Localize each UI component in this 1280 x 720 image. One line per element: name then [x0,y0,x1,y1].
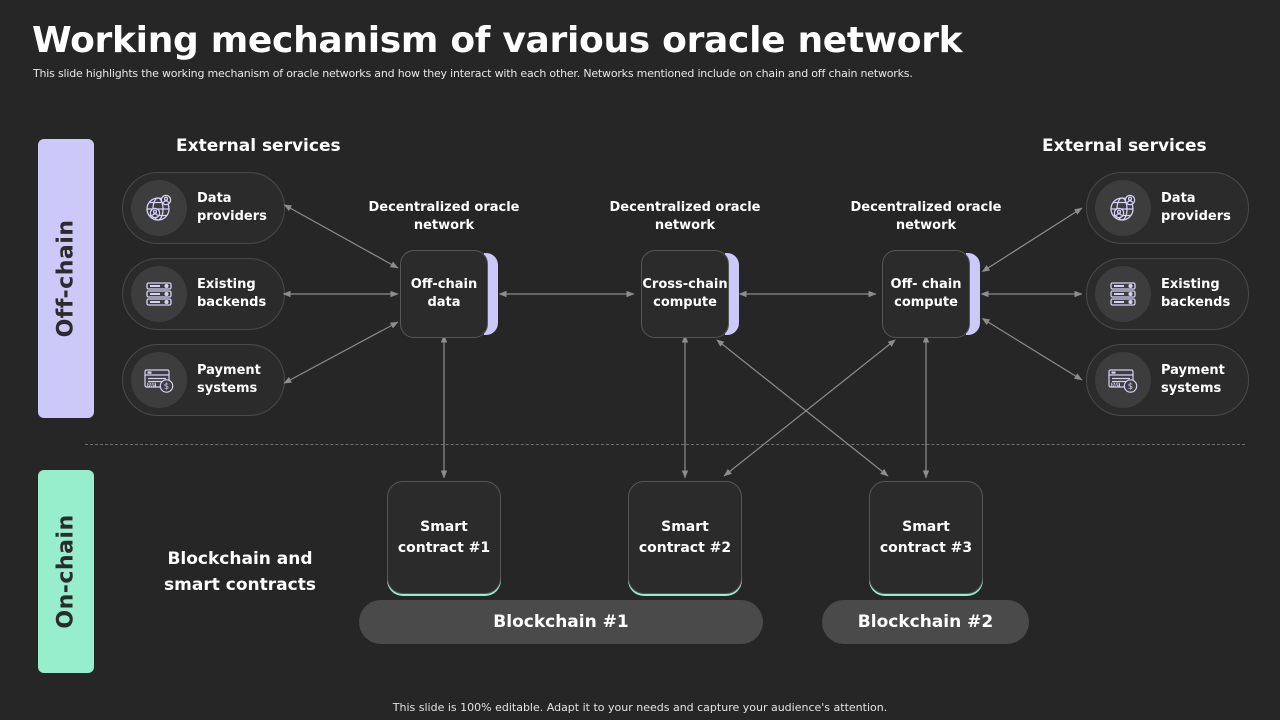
service-pill-payment-systems-left[interactable]: PAY $ Payment systems [122,344,285,416]
service-pill-label: Existing backends [1161,277,1231,310]
server-rack-icon [1095,266,1151,322]
service-pill-label: Payment systems [1161,363,1225,396]
page-subtitle: This slide highlights the working mechan… [33,67,913,80]
server-rack-icon [131,266,187,322]
service-pill-data-providers-right[interactable]: Data providers [1086,172,1249,244]
service-pill-existing-backends-right[interactable]: Existing backends [1086,258,1249,330]
service-pill-label: Existing backends [197,277,267,310]
service-pill-label: Payment systems [197,363,261,396]
band-on-chain: On-chain [38,470,94,673]
oracle-node-caption-2: Decentralized oracle network [609,200,761,233]
svg-text:PAY: PAY [1111,383,1119,388]
blockchain-bar-1[interactable]: Blockchain #1 [359,600,763,644]
svg-text:PAY: PAY [147,383,155,388]
oracle-node-caption-3: Decentralized oracle network [850,200,1002,233]
service-pill-payment-systems-right[interactable]: PAY $ Payment systems [1086,344,1249,416]
smart-contract-1[interactable]: Smart contract #1 [387,481,501,594]
service-pill-label: Data providers [197,191,267,224]
blockchain-section-caption: Blockchain and smart contracts [164,549,316,596]
svg-text:$: $ [1128,382,1133,392]
service-pill-data-providers-left[interactable]: Data providers [122,172,285,244]
external-services-heading-left: External services [176,136,341,156]
service-pill-label: Data providers [1161,191,1231,224]
smart-contract-3[interactable]: Smart contract #3 [869,481,983,594]
smart-contract-2[interactable]: Smart contract #2 [628,481,742,594]
band-off-chain: Off-chain [38,139,94,418]
payment-card-icon: PAY $ [1095,352,1151,408]
footer-note: This slide is 100% editable. Adapt it to… [392,701,888,714]
globe-users-icon [1095,180,1151,236]
svg-text:$: $ [164,382,169,392]
page-title: Working mechanism of various oracle netw… [32,20,963,61]
oracle-node-off-chain-compute[interactable]: Off- chain compute [882,250,970,338]
oracle-node-cross-chain-compute[interactable]: Cross-chain compute [641,250,729,338]
onchain-offchain-divider [85,444,1245,445]
external-services-heading-right: External services [1042,136,1207,156]
oracle-node-off-chain-data[interactable]: Off-chain data [400,250,488,338]
blockchain-bar-2[interactable]: Blockchain #2 [822,600,1029,644]
payment-card-icon: PAY $ [131,352,187,408]
globe-users-icon [131,180,187,236]
service-pill-existing-backends-left[interactable]: Existing backends [122,258,285,330]
oracle-node-caption-1: Decentralized oracle network [368,200,520,233]
